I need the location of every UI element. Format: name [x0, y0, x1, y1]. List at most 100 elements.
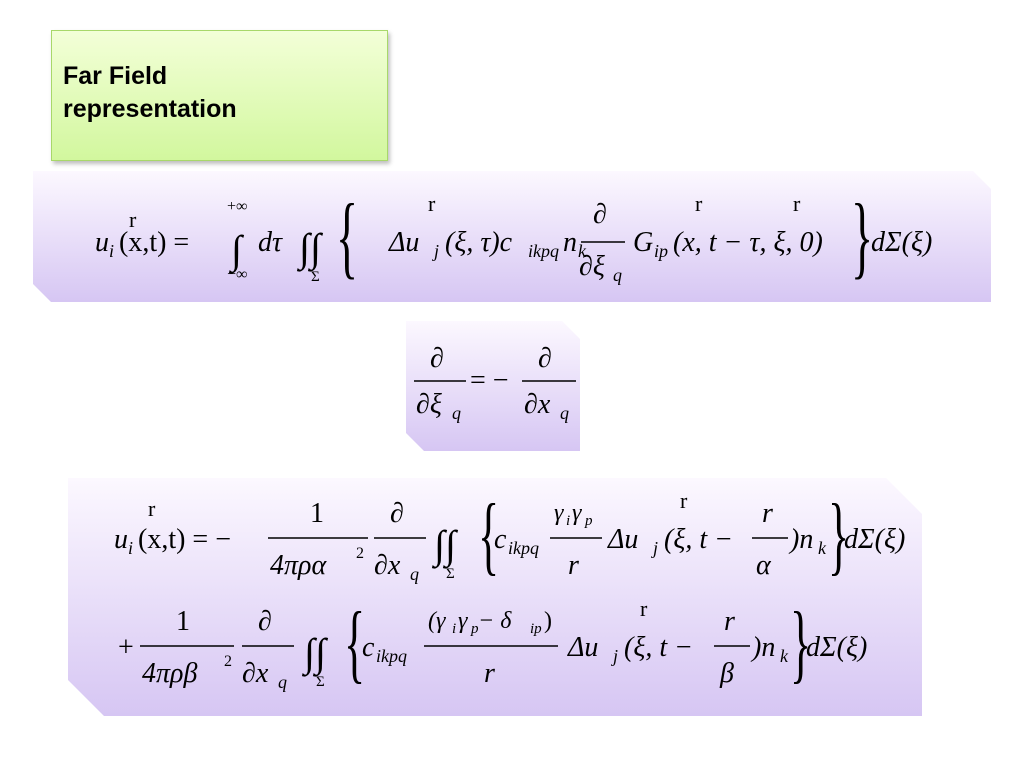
eq3-surface-sub-2: Σ — [316, 674, 325, 690]
eq1-vector-arrow-x: r — [129, 207, 137, 232]
eq3-left-brace-2: { — [344, 595, 365, 692]
eq3-left-brace-1: { — [478, 487, 499, 584]
eq3-dsigma-1: dΣ(ξ) — [844, 524, 905, 555]
eq1-dsigma: dΣ(ξ) — [871, 227, 932, 258]
eq3-double-integral-1: ∫∫ — [431, 522, 459, 569]
eq3-r-den-1: r — [568, 550, 579, 581]
eq3-sub-j-1: j — [651, 538, 658, 558]
eq3-vector-arrow-xi-2: r — [640, 596, 648, 621]
eq1-k: k — [578, 241, 587, 261]
eq1-vector-arrow-xi2: r — [793, 191, 801, 216]
eq3-num2-gamma-p: γ — [458, 608, 468, 634]
eq3-num2-sub-p: p — [470, 621, 479, 637]
eq3-one-1: 1 — [310, 498, 324, 529]
eq3-ikpq-1: ikpq — [508, 538, 539, 558]
eq2-sub-left: q — [452, 403, 461, 423]
eq3-num2-open: (γ — [428, 608, 446, 634]
eq1-vector-arrow-x2: r — [695, 191, 703, 216]
title-line-1: Far Field — [63, 62, 168, 90]
eq3-r-num-1: r — [762, 498, 773, 529]
title-box: Far Field representation — [51, 30, 388, 161]
eq3-alpha: α — [756, 550, 772, 581]
eq1-int-upper: +∞ — [227, 198, 247, 215]
eq3-gamma-p-1: γ — [572, 500, 582, 526]
eq3-gamma-i-1: γ — [554, 500, 564, 526]
slide-title: Far Field representation — [63, 60, 237, 126]
eq1-left-brace: { — [336, 185, 358, 287]
eq3-right-brace-1: } — [828, 487, 849, 584]
eq1-sub-i: i — [109, 241, 114, 261]
eq3-plus: + — [118, 632, 134, 663]
eq1-vector-arrow-xi: r — [428, 191, 436, 216]
eq1-dtau: dτ — [258, 227, 283, 258]
eq1-frac-den: ∂ξ — [579, 251, 605, 282]
eq1-u: u — [95, 227, 109, 258]
eq3-k-1: k — [818, 538, 827, 558]
eq3-sub-i: i — [128, 538, 133, 558]
eq3-delta-u-2: Δu — [567, 632, 598, 663]
eq3-dx-sub-2: q — [278, 672, 287, 692]
eq3-dx-2: ∂x — [242, 658, 269, 689]
eq3-gamma-i-sub-1: i — [566, 513, 570, 529]
eq3-num2-sub-ip: ip — [530, 621, 542, 637]
eq3-delta-u-1: Δu — [607, 524, 638, 555]
eq3-u: u — [114, 524, 128, 555]
eq1-surface-sub: Σ — [311, 269, 320, 285]
title-line-2: representation — [63, 95, 237, 123]
eq1-right-brace: } — [851, 185, 873, 287]
eq3-sub-j-2: j — [611, 646, 618, 666]
eq3-dsigma-2: dΣ(ξ) — [806, 632, 867, 663]
eq1-G-args: (x, t − τ, ξ, 0) — [673, 227, 823, 258]
eq3-args-1: (ξ, t − — [664, 524, 733, 555]
eq2-num-left: ∂ — [430, 343, 444, 374]
eq3-sq-1: 2 — [356, 545, 364, 562]
eq3-args-2: (ξ, t − — [624, 632, 693, 663]
eq2-den-right: ∂x — [524, 389, 551, 420]
eq3-surface-sub-1: Σ — [446, 566, 455, 582]
eq3-double-integral-2: ∫∫ — [301, 630, 329, 677]
eq3-k-2: k — [780, 646, 789, 666]
eq3-vector-arrow-x: r — [148, 496, 156, 521]
eq1-frac-num: ∂ — [593, 199, 607, 230]
eq3-lhs-args: (x,t) = − — [138, 524, 231, 555]
eq3-close-n-2: )n — [750, 632, 775, 663]
eq1-delta-u: Δu — [388, 227, 419, 258]
eq3-right-brace-2: } — [790, 595, 811, 692]
eq3-partial-1: ∂ — [390, 498, 404, 529]
eq3-num2-sub-i: i — [452, 621, 456, 637]
eq2-sub-right: q — [560, 403, 569, 423]
eq3-dx-1: ∂x — [374, 550, 401, 581]
equation-box-far-field: u i (x,t) = − r 1 4πρα 2 ∂ ∂x q ∫∫ Σ { c… — [68, 478, 922, 716]
eq3-num2-minus-delta: − δ — [478, 608, 512, 634]
eq3-den-2: 4πρβ — [142, 658, 197, 689]
eq1-n: n — [563, 227, 577, 258]
eq3-c-1: c — [494, 524, 507, 555]
eq3-vector-arrow-xi-1: r — [680, 488, 688, 513]
eq3-beta: β — [719, 658, 734, 689]
eq2-num-right: ∂ — [538, 343, 552, 374]
eq3-num2-close: ) — [544, 608, 552, 634]
eq1-sub-j: j — [432, 241, 439, 261]
eq2-den-left: ∂ξ — [416, 389, 442, 420]
eq3-ikpq-2: ikpq — [376, 646, 407, 666]
equation-box-derivative: ∂ ∂ξ q = − ∂ ∂x q — [406, 321, 580, 451]
eq1-frac-den-sub: q — [613, 265, 622, 285]
eq3-dx-sub-1: q — [410, 564, 419, 584]
eq3-r-num-2: r — [724, 606, 735, 637]
equation-derivative-identity: ∂ ∂ξ q = − ∂ ∂x q — [414, 343, 576, 423]
eq3-close-n-1: )n — [788, 524, 813, 555]
eq3-den-1: 4πρα — [270, 550, 327, 581]
eq3-r-den-2: r — [484, 658, 495, 689]
eq3-gamma-p-sub-1: p — [584, 513, 593, 529]
eq1-double-integral: ∫∫ — [296, 225, 324, 272]
eq1-lhs-args: (x,t) = — [119, 227, 189, 258]
eq3-partial-2: ∂ — [258, 606, 272, 637]
equation-box-integral: u i (x,t) = r +∞ ∫ −∞ dτ ∫∫ Σ { Δu j (ξ,… — [33, 171, 991, 302]
eq2-equals: = − — [470, 365, 509, 396]
eq1-G-sub: ip — [654, 241, 668, 261]
equation-integral-representation: u i (x,t) = r +∞ ∫ −∞ dτ ∫∫ Σ { Δu j (ξ,… — [95, 185, 932, 287]
eq3-one-2: 1 — [176, 606, 190, 637]
equation-far-field: u i (x,t) = − r 1 4πρα 2 ∂ ∂x q ∫∫ Σ { c… — [114, 487, 905, 692]
eq3-c-2: c — [362, 632, 375, 663]
eq3-sq-2: 2 — [224, 653, 232, 670]
